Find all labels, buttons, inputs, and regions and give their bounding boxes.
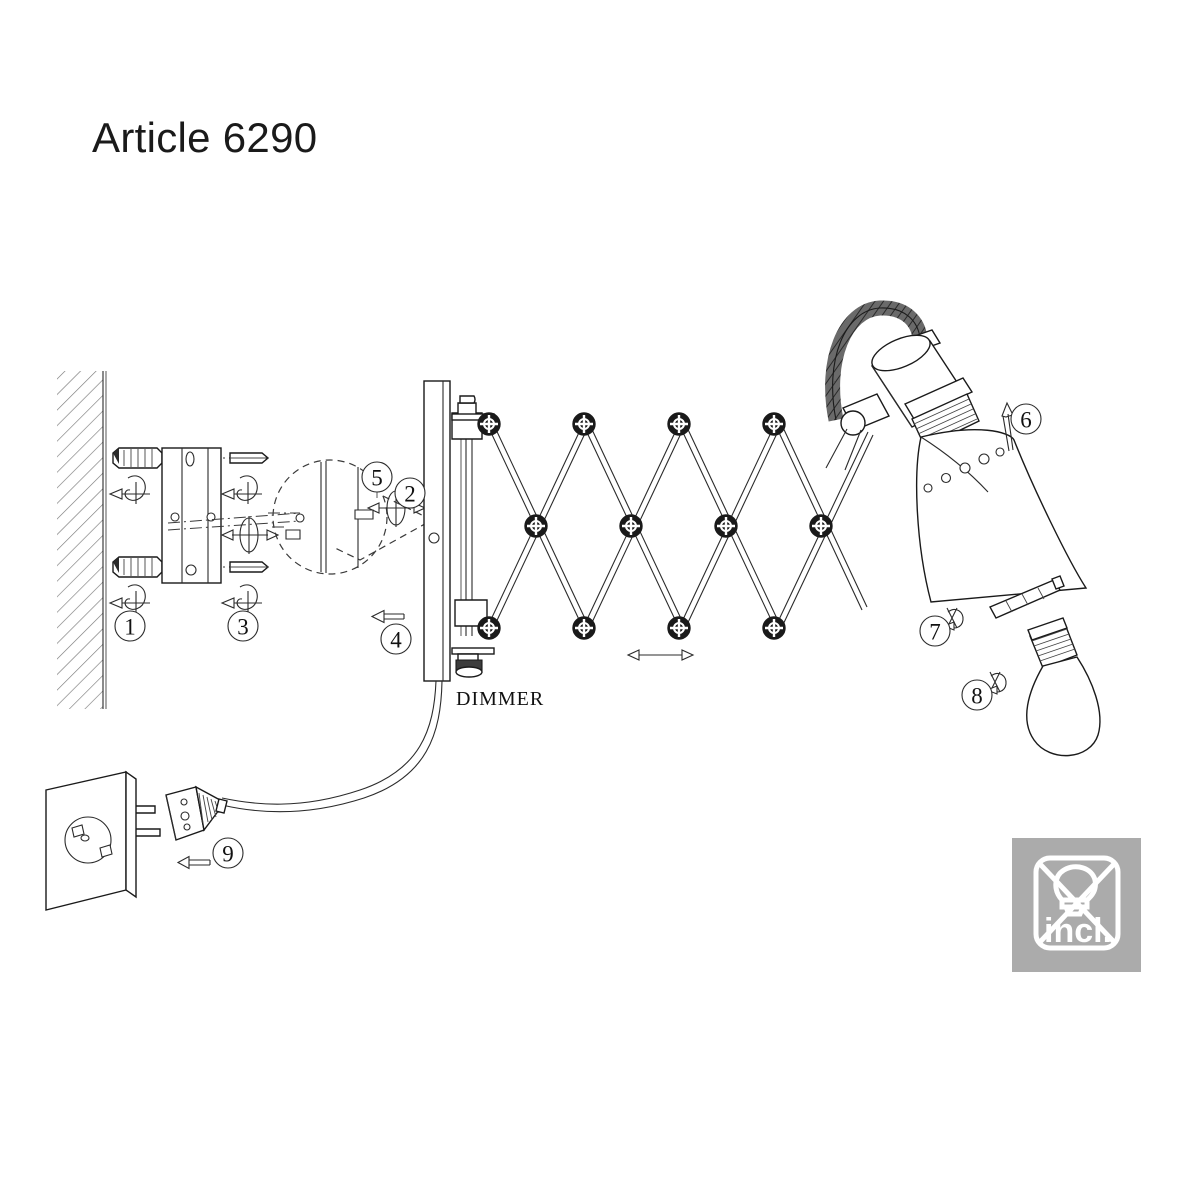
power-cable bbox=[221, 680, 443, 813]
lamp-socket bbox=[825, 300, 980, 471]
pivot-screws bbox=[477, 412, 833, 640]
wall-bracket bbox=[370, 380, 495, 682]
bracket-arrow bbox=[370, 609, 405, 624]
plug-arrow bbox=[176, 855, 211, 870]
mounting-plate bbox=[161, 447, 301, 584]
extend-arrow bbox=[626, 649, 695, 661]
wall-anchor-upper bbox=[112, 447, 232, 469]
callout-2-number: 2 bbox=[404, 482, 416, 507]
callout-3: 3 bbox=[227, 610, 259, 642]
lamp-shade bbox=[916, 428, 1088, 603]
scissor-arm bbox=[477, 412, 874, 661]
badge-text: incl. bbox=[1044, 912, 1112, 950]
bulb-screw-symbol bbox=[985, 671, 1007, 695]
callout-7-number: 7 bbox=[929, 620, 941, 645]
dimmer-label: DIMMER bbox=[456, 688, 545, 710]
wall bbox=[57, 371, 107, 709]
mounting-screw-lower bbox=[229, 561, 270, 573]
callout-4-number: 4 bbox=[390, 628, 402, 653]
callout-8: 8 bbox=[961, 679, 993, 711]
callout-9: 9 bbox=[212, 837, 244, 869]
bulb-not-included-badge: incl. bbox=[1012, 838, 1141, 972]
light-bulb bbox=[1026, 617, 1101, 757]
callout-5-number: 5 bbox=[371, 466, 383, 491]
callout-1-number: 1 bbox=[124, 615, 136, 640]
detail-bubble bbox=[268, 459, 434, 575]
callout-1: 1 bbox=[114, 610, 146, 642]
callout-2: 2 bbox=[394, 477, 426, 509]
page-title: Article 6290 bbox=[92, 114, 318, 161]
callout-7: 7 bbox=[919, 615, 951, 647]
callout-5: 5 bbox=[361, 461, 393, 493]
insert-symbol-lower bbox=[108, 584, 150, 613]
wall-socket bbox=[45, 770, 137, 911]
callout-9-number: 9 bbox=[222, 842, 234, 867]
mounting-screw-upper bbox=[229, 452, 270, 464]
insert-symbol-upper bbox=[108, 475, 150, 504]
callout-6-number: 6 bbox=[1020, 408, 1032, 433]
shade-ring bbox=[989, 575, 1065, 619]
screw-turn-symbol-mid bbox=[220, 516, 280, 554]
callout-6: 6 bbox=[1010, 403, 1042, 435]
callout-3-number: 3 bbox=[237, 615, 249, 640]
screw-turn-symbol-upper bbox=[220, 475, 262, 504]
callout-8-number: 8 bbox=[971, 684, 983, 709]
screw-turn-symbol-lower bbox=[220, 584, 262, 613]
callout-4: 4 bbox=[380, 623, 412, 655]
mains-plug bbox=[127, 785, 228, 870]
